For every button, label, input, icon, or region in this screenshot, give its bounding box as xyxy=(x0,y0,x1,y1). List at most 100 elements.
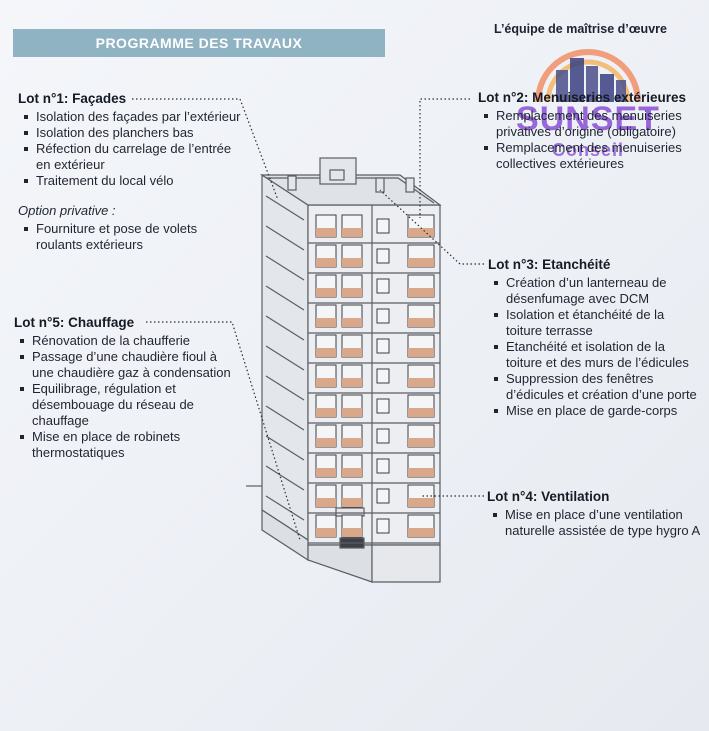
lot2-title: Lot n°2: Menuiseries extérieures xyxy=(478,90,686,105)
window-panel xyxy=(342,438,362,447)
list-item: Fourniture et pose de volets roulants ex… xyxy=(18,221,243,253)
leader-lot3 xyxy=(379,189,484,265)
list-item: Traitement du local vélo xyxy=(18,173,243,189)
team-heading: L’équipe de maîtrise d’œuvre xyxy=(494,22,667,36)
lot1-title: Lot n°1: Façades xyxy=(18,91,127,106)
leader-lot1 xyxy=(132,98,279,201)
side-floor-line xyxy=(265,465,305,491)
window-panel xyxy=(408,528,434,537)
lot4-block: Lot n°4: Ventilation Mise en place d’une… xyxy=(487,489,702,539)
stair-window xyxy=(376,368,390,384)
leader-lot2 xyxy=(419,98,470,218)
window-panel xyxy=(316,408,336,417)
side-floor-line xyxy=(265,345,305,371)
lot2-list: Remplacement des menuiseries privatives … xyxy=(478,108,702,172)
list-item: Isolation des façades par l’extérieur xyxy=(18,109,243,125)
lot2-block: Lot n°2: Menuiseries extérieures Remplac… xyxy=(478,90,702,172)
roof-chimney xyxy=(287,175,297,191)
window-panel xyxy=(408,258,434,267)
list-item: Etanchéité et isolation de la toiture et… xyxy=(488,339,700,371)
window-panel xyxy=(342,228,362,237)
window-panel xyxy=(316,228,336,237)
stair-window xyxy=(376,218,390,234)
list-item: Mise en place de garde-corps xyxy=(488,403,700,419)
lot3-title: Lot n°3: Etanchéité xyxy=(488,257,611,272)
lot1-block: Lot n°1: Façades Isolation des façades p… xyxy=(18,91,243,253)
window-panel xyxy=(342,288,362,297)
window-panel xyxy=(408,228,434,237)
window-panel xyxy=(316,498,336,507)
window-panel xyxy=(316,258,336,267)
side-floor-line xyxy=(265,225,305,251)
window-panel xyxy=(316,348,336,357)
window-panel xyxy=(342,258,362,267)
side-floor-line xyxy=(265,315,305,341)
list-item: Réfection du carrelage de l’entrée en ex… xyxy=(18,141,243,173)
section-banner: PROGRAMME DES TRAVAUX xyxy=(13,29,385,57)
side-floor-line xyxy=(265,255,305,281)
window-panel xyxy=(316,528,336,537)
list-item: Passage d’une chaudière fioul à une chau… xyxy=(14,349,234,381)
lot3-block: Lot n°3: Etanchéité Création d’un lanter… xyxy=(488,257,700,419)
window-panel xyxy=(408,468,434,477)
stair-window xyxy=(376,458,390,474)
window-panel xyxy=(316,468,336,477)
list-item: Isolation et étanchéité de la toiture te… xyxy=(488,307,700,339)
lot1-option-label: Option privative : xyxy=(18,203,116,218)
side-floor-line xyxy=(265,285,305,311)
side-floor-line xyxy=(265,495,305,521)
building-base-right xyxy=(371,544,441,583)
roof-chimney xyxy=(375,177,385,193)
lot1-option-list: Fourniture et pose de volets roulants ex… xyxy=(18,221,243,253)
roof-chimney xyxy=(405,177,415,193)
stair-window xyxy=(376,428,390,444)
logo-subtitle: Conseil xyxy=(551,140,624,160)
lot5-list: Rénovation de la chaufferie Passage d’un… xyxy=(14,333,234,461)
edicule-window xyxy=(329,169,345,181)
leader-lot5 xyxy=(146,321,301,541)
side-floor-line xyxy=(265,435,305,461)
list-item: Rénovation de la chaufferie xyxy=(14,333,234,349)
stair-window xyxy=(376,338,390,354)
window-panel xyxy=(408,438,434,447)
city-skyline-icon xyxy=(535,49,641,103)
window-panel xyxy=(316,288,336,297)
list-item: Isolation des planchers bas xyxy=(18,125,243,141)
sunset-logo: SUNSET Conseil xyxy=(508,44,668,174)
lot5-title: Lot n°5: Chauffage xyxy=(14,315,135,330)
side-floor-line xyxy=(265,375,305,401)
window-panel xyxy=(316,378,336,387)
stair-window xyxy=(376,488,390,504)
list-item: Mise en place de robinets thermostatique… xyxy=(14,429,234,461)
stair-window xyxy=(376,248,390,264)
stair-window xyxy=(376,518,390,534)
lot1-list: Isolation des façades par l’extérieur Is… xyxy=(18,109,243,189)
window-panel xyxy=(342,408,362,417)
logo-wordmark: SUNSET xyxy=(516,100,660,138)
roof-parapet xyxy=(266,177,435,204)
lot4-title: Lot n°4: Ventilation xyxy=(487,489,610,504)
list-item: Suppression des fenêtres d’édicules et c… xyxy=(488,371,700,403)
side-floor-line xyxy=(265,405,305,431)
list-item: Equilibrage, régulation et désembouage d… xyxy=(14,381,234,429)
window-panel xyxy=(408,408,434,417)
list-item: Création d’un lanterneau de désenfumage … xyxy=(488,275,700,307)
stair-window xyxy=(376,398,390,414)
window-panel xyxy=(408,348,434,357)
stair-window xyxy=(376,278,390,294)
window-panel xyxy=(342,528,362,537)
lot3-list: Création d’un lanterneau de désenfumage … xyxy=(488,275,700,419)
window-panel xyxy=(408,288,434,297)
window-panel xyxy=(342,498,362,507)
lot5-block: Lot n°5: Chauffage Rénovation de la chau… xyxy=(14,315,234,461)
window-panel xyxy=(408,378,434,387)
window-panel xyxy=(316,318,336,327)
list-item: Remplacement des menuiseries collectives… xyxy=(478,140,702,172)
window-panel xyxy=(342,348,362,357)
window-panel xyxy=(342,318,362,327)
window-panel xyxy=(408,318,434,327)
list-item: Remplacement des menuiseries privatives … xyxy=(478,108,702,140)
window-panel xyxy=(316,438,336,447)
lot4-list: Mise en place d’une ventilation naturell… xyxy=(487,507,702,539)
